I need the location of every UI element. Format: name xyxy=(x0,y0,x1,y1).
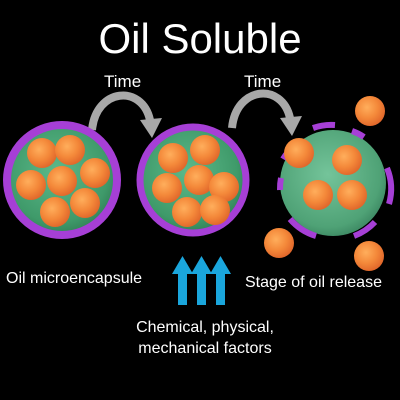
time-label-2: Time xyxy=(244,72,282,91)
up-arrow-icon xyxy=(210,256,231,305)
factors-label: Chemical, physical, mechanical factors xyxy=(100,317,310,359)
factors-line-1: Chemical, physical, xyxy=(136,319,274,336)
curved-arrow-icon xyxy=(228,89,302,136)
curved-arrow-icon xyxy=(88,91,162,138)
oil-droplet-icon xyxy=(152,135,239,227)
factors-line-2: mechanical factors xyxy=(138,340,272,357)
oil-droplet-icon xyxy=(16,135,110,227)
release-stage-label: Stage of oil release xyxy=(245,274,382,291)
time-label-1: Time xyxy=(104,72,142,91)
capsule-shell-icon xyxy=(264,96,395,271)
up-arrow-icon xyxy=(191,256,212,305)
capsule-shell-icon xyxy=(3,121,121,239)
diagram-title: Oil Soluble xyxy=(98,15,302,62)
capsule-shell-icon xyxy=(136,123,250,237)
microcapsule-label: Oil microencapsule xyxy=(6,270,143,287)
oil-droplet-icon xyxy=(264,96,385,271)
oil-droplet-icon xyxy=(303,145,367,210)
up-arrow-icon xyxy=(172,256,193,305)
